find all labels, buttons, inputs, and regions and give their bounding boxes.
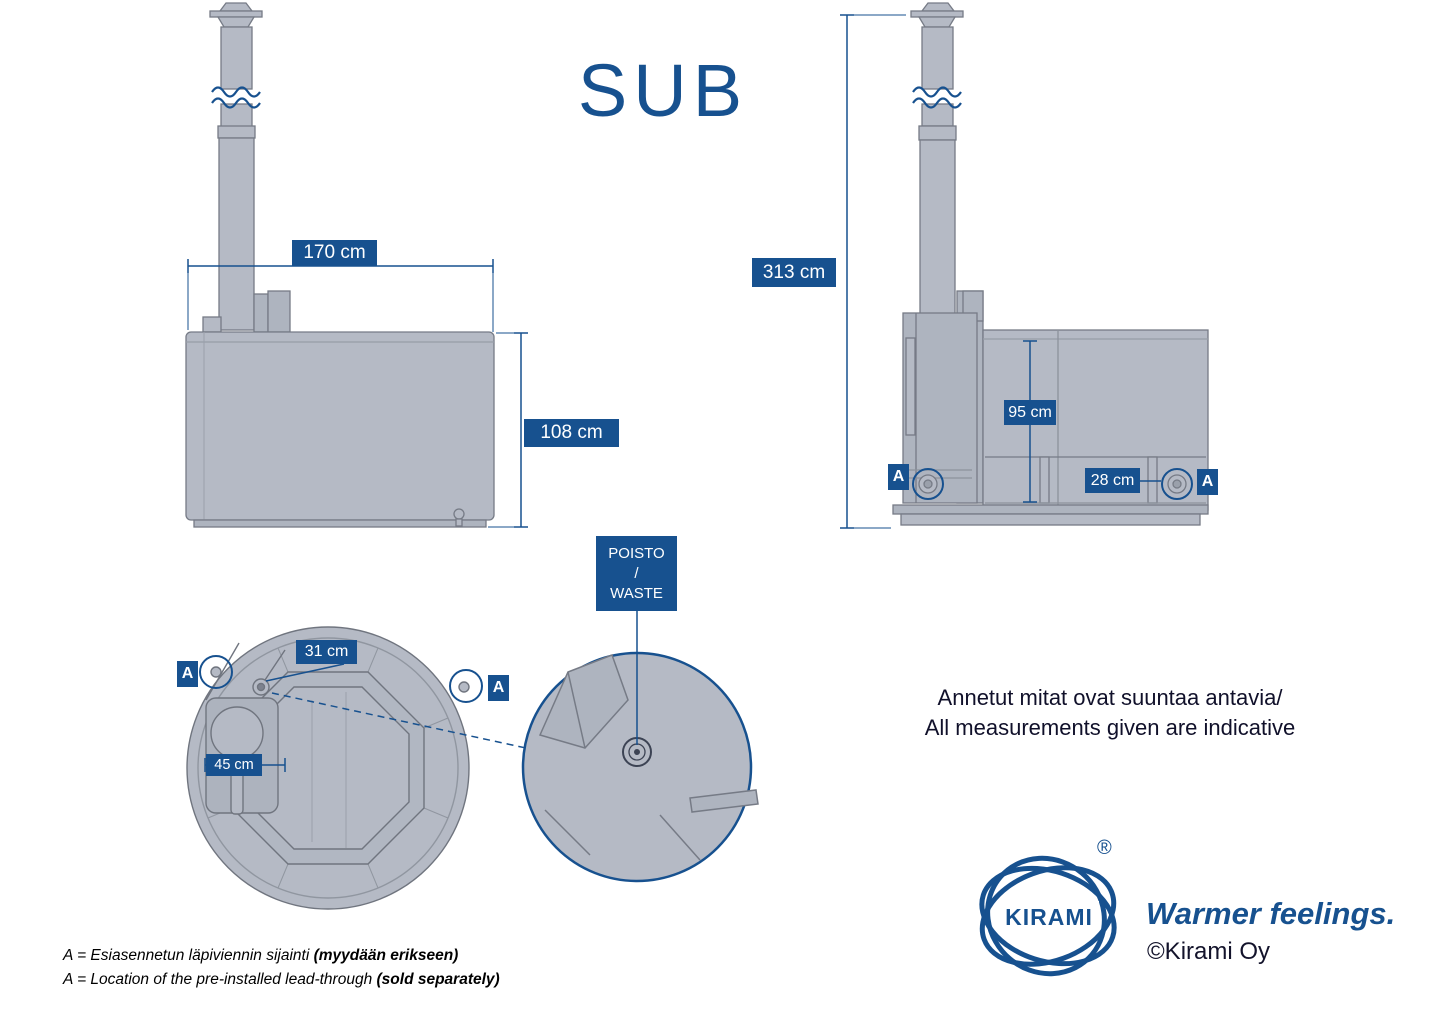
kirami-logo-wordmark: KIRAMI: [1005, 904, 1093, 930]
top-view-lead-through-rings: [199, 655, 483, 703]
top-lead-through-offset-dimension-label: 31 cm: [296, 640, 357, 664]
copyright-notice: ©Kirami Oy: [1147, 938, 1271, 965]
top-view-drawing: [186, 626, 470, 910]
front-view-dimension-lines: [187, 259, 528, 528]
footnote-en-text: A = Location of the pre-installed lead-t…: [63, 971, 377, 988]
waste-label-fi: POISTO: [608, 544, 665, 562]
footnote-fi-text: A = Esiasennetun läpiviennin sijainti: [63, 947, 314, 964]
side-total-height-dimension-label: 313 cm: [752, 258, 836, 287]
top-lead-through-marker-right: A: [488, 675, 509, 701]
side-inner-depth-dimension-label: 95 cm: [1004, 400, 1056, 425]
footnote-fi: A = Esiasennetun läpiviennin sijainti (m…: [63, 944, 500, 968]
footnote-en-bold: (sold separately): [376, 971, 500, 988]
indicative-note-en: All measurements given are indicative: [924, 715, 1296, 740]
front-chimney-break-icon: [211, 86, 261, 109]
indicative-note: Annetut mitat ovat suuntaa antavia/ All …: [840, 683, 1380, 743]
top-stove-width-dimension-label: 45 cm: [206, 754, 262, 776]
side-view-lead-through-rings: [912, 468, 1193, 500]
detail-view-drawing: [521, 611, 759, 883]
front-width-dimension-label: 170 cm: [292, 240, 377, 266]
kirami-logo-icon: [979, 855, 1117, 977]
lead-through-footnotes: A = Esiasennetun läpiviennin sijainti (m…: [63, 944, 500, 992]
footnote-en: A = Location of the pre-installed lead-t…: [63, 968, 500, 992]
side-chimney-break-icon: [912, 86, 962, 109]
kirami-logo-text-band: [997, 901, 1099, 931]
waste-label-separator: /: [634, 564, 639, 582]
footnote-fi-bold: (myydään erikseen): [313, 947, 459, 964]
waste-outlet-label: POISTO / WASTE: [596, 536, 677, 611]
front-view-drawing: [185, 2, 495, 528]
side-lead-through-marker-left: A: [888, 464, 909, 490]
front-height-dimension-label: 108 cm: [524, 419, 619, 447]
registered-trademark-symbol: ®: [1097, 837, 1112, 859]
side-lead-through-height-dimension-label: 28 cm: [1085, 468, 1140, 493]
page-title: SUB: [577, 49, 749, 132]
side-lead-through-marker-right: A: [1197, 469, 1218, 495]
indicative-note-fi: Annetut mitat ovat suuntaa antavia/: [937, 685, 1283, 710]
side-view-drawing: [892, 2, 1209, 526]
brand-tagline: Warmer feelings.: [1146, 896, 1396, 931]
top-lead-through-marker-left: A: [177, 661, 198, 687]
waste-label-en: WASTE: [610, 584, 663, 602]
